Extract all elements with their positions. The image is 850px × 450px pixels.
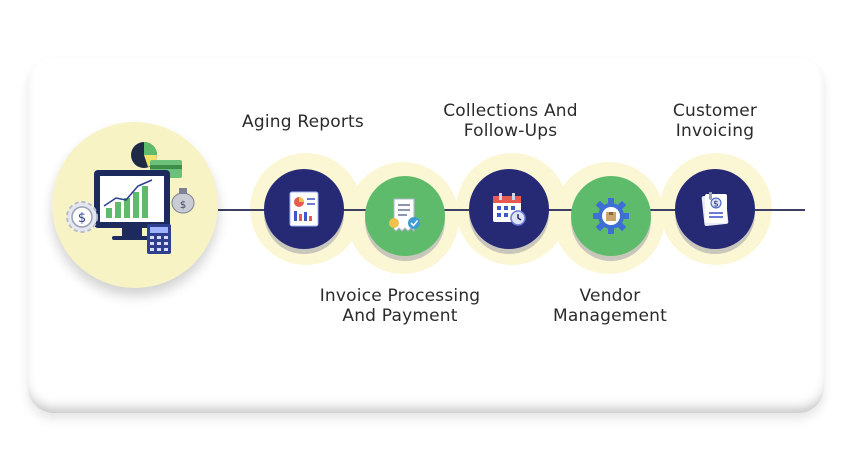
label-collections: Collections And Follow-Ups [428, 101, 593, 141]
calendar-clock-icon [493, 193, 526, 226]
label-line: Invoice Processing [319, 286, 481, 306]
label-invoice-processing: Invoice Processing And Payment [305, 286, 495, 326]
label-line: Collections And [443, 101, 578, 121]
svg-text:$: $ [180, 200, 186, 211]
step-customer-invoicing: $ [675, 169, 755, 249]
label-line: Follow-Ups [463, 121, 558, 141]
label-line: Aging Reports [242, 112, 364, 132]
step-collections-follow-ups [469, 169, 549, 249]
label-vendor-management: Vendor Management [535, 286, 685, 326]
step-aging-reports [264, 169, 344, 249]
step-invoice-processing [365, 176, 445, 256]
label-line: Vendor [579, 286, 641, 306]
report-chart-icon [289, 191, 319, 227]
step-vendor-management [571, 176, 651, 256]
dollar-symbol: $ [713, 200, 719, 210]
gear-box-icon [593, 198, 629, 234]
svg-text:$: $ [78, 211, 86, 226]
label-aging-reports: Aging Reports [228, 112, 378, 132]
label-line: Invoicing [675, 121, 755, 141]
label-line: Management [553, 306, 667, 326]
invoice-dollar-icon: $ [701, 192, 729, 226]
label-line: And Payment [342, 306, 458, 326]
accounting-computer-icon: $ $ [66, 142, 195, 254]
label-customer-invoicing: Customer Invoicing [650, 101, 780, 141]
receipt-check-icon [389, 198, 420, 233]
hero-circle: $ $ [52, 122, 218, 288]
label-line: Customer [672, 101, 758, 121]
